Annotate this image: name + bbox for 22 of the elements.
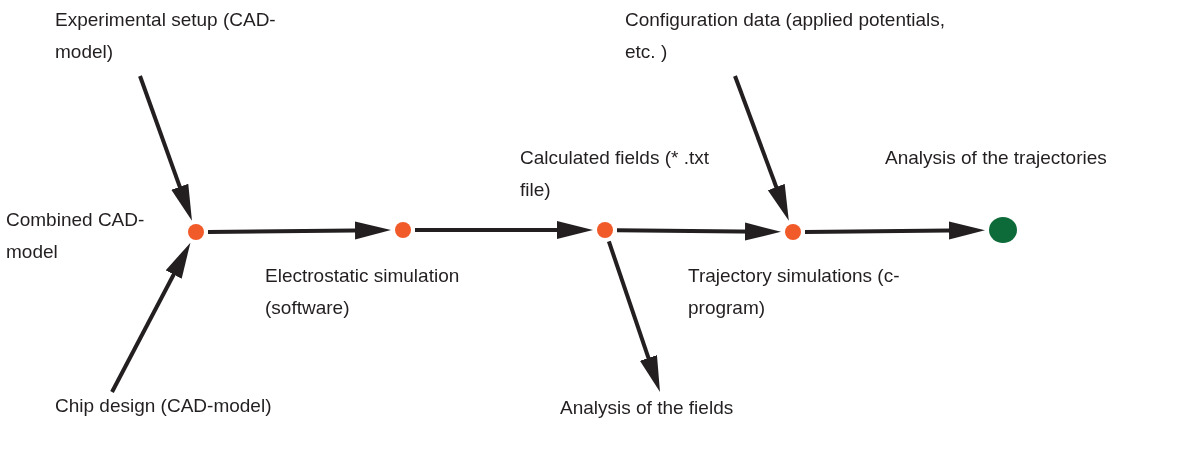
node-dot xyxy=(395,222,411,238)
arrow xyxy=(110,242,191,393)
step-caption: Calculated fields (* .txt file) xyxy=(520,146,710,202)
node-dot xyxy=(597,222,613,238)
arrow xyxy=(208,221,391,240)
arrow xyxy=(616,222,781,241)
source-text: Experimental setup (CAD-model) xyxy=(55,4,325,68)
source-text: Chip design (CAD-model) xyxy=(55,390,325,422)
step-caption: Combined CAD-model xyxy=(6,208,146,264)
step-caption: Analysis of the trajectories xyxy=(885,146,1108,170)
step-caption: Trajectory simulations (c-program) xyxy=(688,264,901,320)
node-dot xyxy=(989,217,1017,243)
node-dot xyxy=(188,224,204,240)
arrow xyxy=(733,75,789,221)
arrow xyxy=(138,75,192,221)
source-text: Configuration data (applied potentials, etc. ) xyxy=(625,4,955,68)
source-text: Analysis of the fields xyxy=(560,392,800,424)
arrow xyxy=(415,221,593,239)
arrow xyxy=(804,221,985,240)
node-dot xyxy=(785,224,801,240)
arrow xyxy=(606,240,660,392)
step-caption: Electrostatic simulation (software) xyxy=(265,264,461,320)
